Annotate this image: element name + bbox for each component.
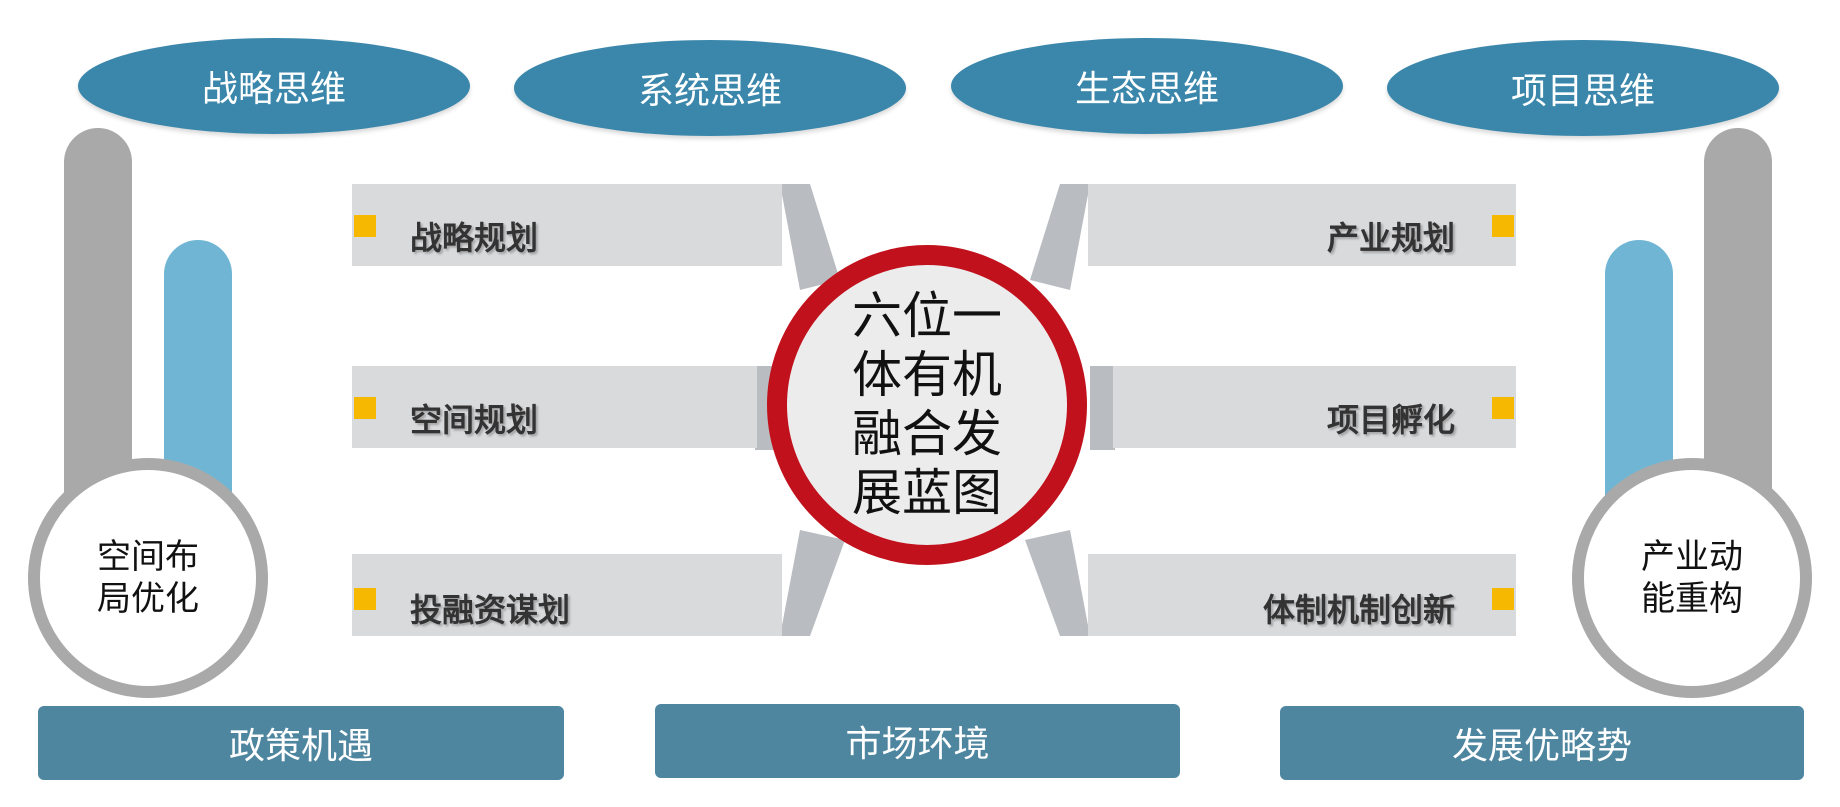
policy-opportunity-bar: 政策机遇 [38,706,564,780]
left-item-strategy-planning: 战略规划 [410,219,539,257]
market-environment-bar: 市场环境 [655,704,1180,778]
development-advantage-bar: 发展优略势 [1280,706,1804,780]
policy-opportunity-label: 政策机遇 [228,726,373,767]
right-circle: 产业动 能重构 [1572,458,1812,698]
right-gray-pillar [1704,128,1772,508]
project-thinking-label: 项目思维 [1510,71,1655,112]
ecology-thinking-ellipse: 生态思维 [951,38,1343,134]
left-marker-1 [354,215,376,237]
system-thinking-ellipse: 系统思维 [514,40,906,136]
strategic-thinking-ellipse: 战略思维 [78,38,470,134]
right-panel-3 [1025,530,1516,636]
left-item-spatial-planning: 空间规划 [410,401,539,439]
right-marker-1 [1492,215,1514,237]
project-thinking-ellipse: 项目思维 [1387,40,1779,136]
center-title: 六位一体有机融合发展蓝图 [852,287,1002,522]
ecology-thinking-label: 生态思维 [1074,69,1219,110]
left-circle-label: 空间布 局优化 [97,536,199,620]
left-panel-1 [352,184,840,290]
left-item-investment-financing: 投融资谋划 [410,591,571,629]
left-marker-2 [354,397,376,419]
market-environment-label: 市场环境 [845,724,990,765]
right-item-institutional-innovation: 体制机制创新 [1262,591,1455,629]
right-item-industry-planning: 产业规划 [1326,219,1455,257]
left-panel-3 [352,530,845,636]
development-advantage-label: 发展优略势 [1451,726,1632,767]
left-gray-pillar [64,128,132,508]
right-marker-2 [1492,397,1514,419]
right-circle-label: 产业动 能重构 [1641,536,1743,620]
system-thinking-label: 系统思维 [637,71,782,112]
right-panel-1 [1030,184,1516,290]
right-panel-2 [1090,366,1516,450]
left-marker-3 [354,588,376,610]
left-circle: 空间布 局优化 [28,458,268,698]
right-marker-3 [1492,588,1514,610]
right-item-project-incubation: 项目孵化 [1326,401,1455,439]
center-circle: 六位一体有机融合发展蓝图 [767,245,1087,565]
strategic-thinking-label: 战略思维 [201,69,346,110]
